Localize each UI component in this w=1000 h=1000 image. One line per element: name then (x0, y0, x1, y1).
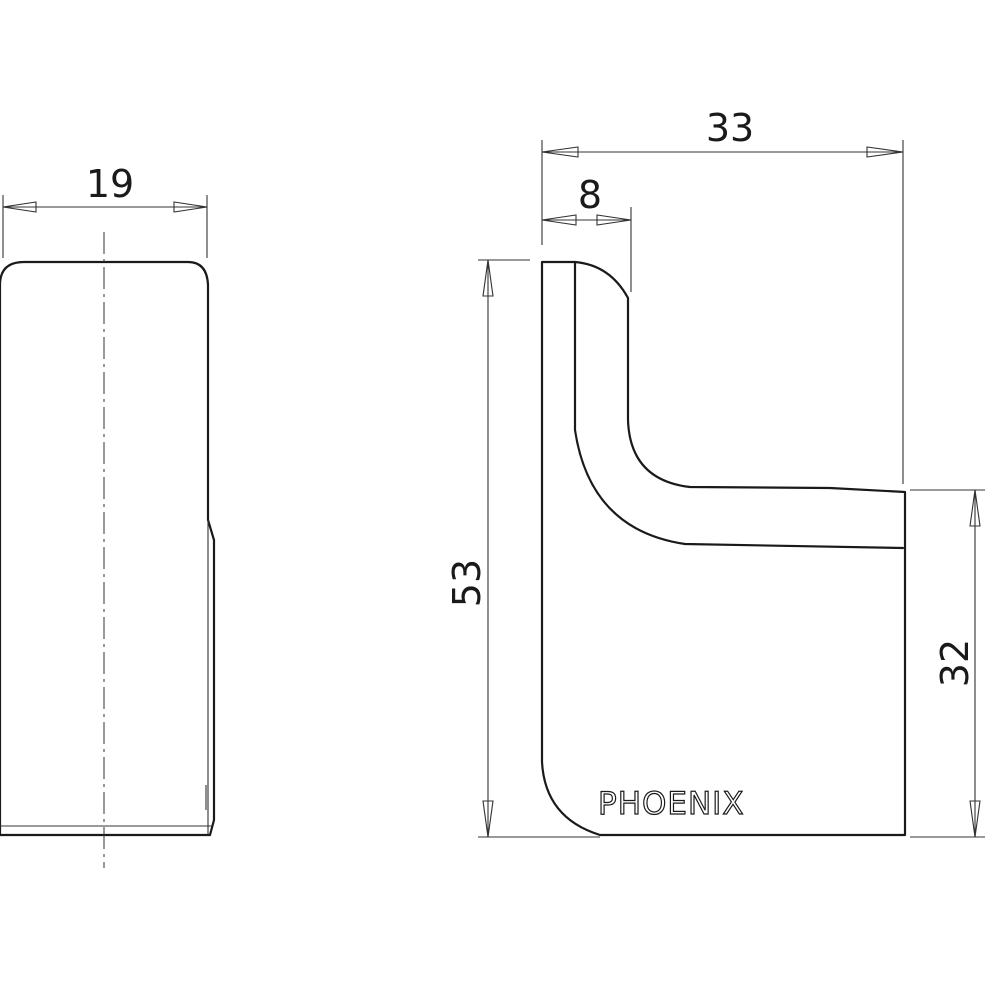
side-view: PHOENIX 33 8 53 (445, 106, 985, 838)
arrow-head-top (482, 259, 494, 297)
arrow-head-right (173, 201, 208, 213)
dimension-side-height: 53 (445, 259, 600, 838)
dimension-label-side-arm-height: 32 (933, 639, 977, 687)
dimension-side-top-thickness: 8 (541, 173, 632, 292)
front-view-edge (0, 520, 212, 835)
arrow-head-left (2, 201, 37, 213)
dimension-label-side-top-thickness: 8 (578, 173, 602, 217)
arrow-head-top (969, 489, 981, 527)
dimension-side-depth: 33 (541, 106, 904, 484)
brand-label: PHOENIX (598, 786, 745, 822)
front-view: 19 (0, 162, 216, 868)
arrow-head-bottom (482, 800, 494, 838)
dimension-label-side-height: 53 (445, 559, 489, 607)
side-view-outline (540, 260, 907, 837)
arrow-head-right (866, 146, 904, 158)
arrow-head-left (541, 214, 577, 226)
arrow-head-bottom (969, 800, 981, 838)
dimension-label-front-width: 19 (86, 162, 134, 206)
dimension-label-side-depth: 33 (706, 106, 754, 150)
dimension-front-width: 19 (2, 162, 208, 258)
front-view-outline (0, 260, 216, 837)
arrow-head-right (596, 214, 632, 226)
side-view-inner-curve (573, 260, 905, 550)
arrow-head-left (541, 146, 579, 158)
dimension-side-arm-height: 32 (910, 489, 985, 838)
